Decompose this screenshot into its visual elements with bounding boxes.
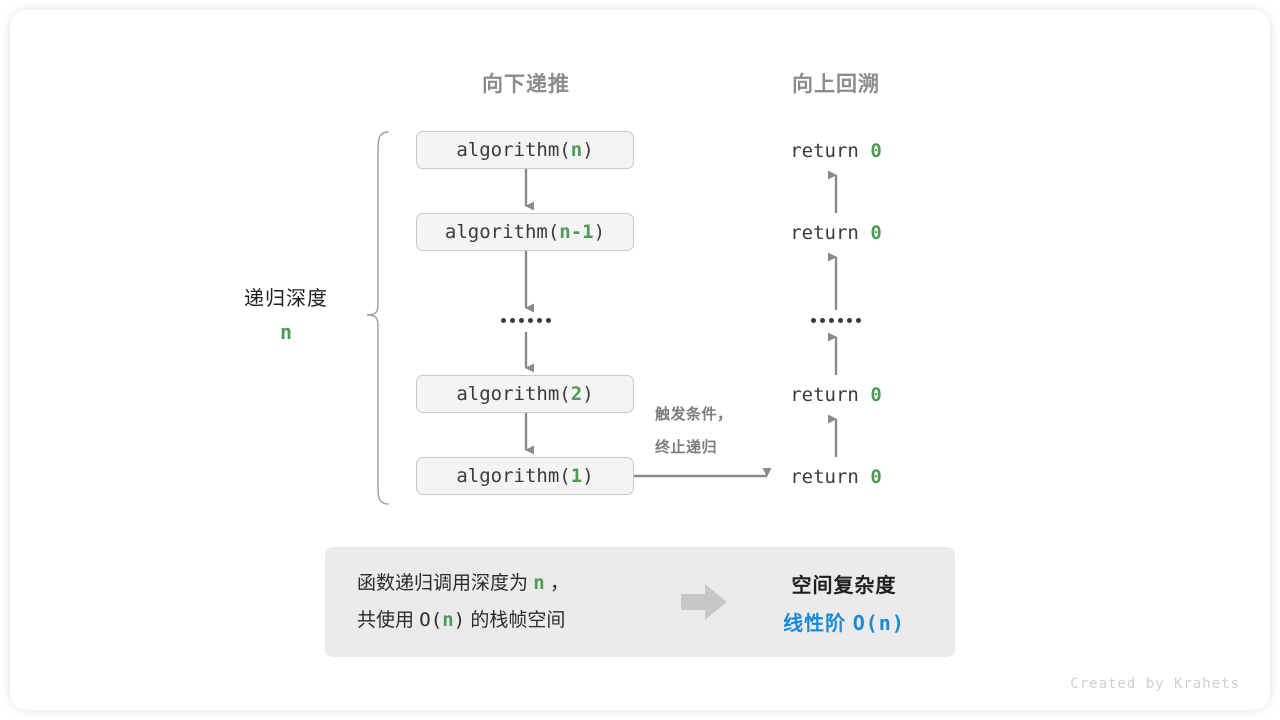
complexity-value-text: 线性阶 [783,612,847,635]
return-keyword: return [790,466,859,488]
summary-line2-text-b: 的栈帧空间 [470,610,566,631]
call-box[interactable]: algorithm(n-1) [416,213,634,251]
ellipsis-dot [528,318,533,323]
column-heading-up: 向上回溯 [792,73,880,96]
ellipsis-dot [501,318,506,323]
call-text-prefix: algorithm( [456,383,571,405]
return-value: 0 [870,222,882,244]
ellipsis-dot [537,318,542,323]
summary-arrow-wrap [665,584,743,620]
call-text-prefix: algorithm( [456,465,571,487]
ellipsis-dots-left [501,318,551,323]
summary-panel: 函数递归调用深度为 n ， 共使用 O(n) 的栈帧空间 空间复杂度 线性阶 O… [325,547,955,657]
call-text-prefix: algorithm( [456,139,571,161]
call-text-suffix: ) [593,221,606,243]
return-label: return 0 [790,140,882,162]
call-text-arg: 1 [570,465,583,487]
call-box[interactable]: algorithm(1) [416,457,634,495]
summary-line1-text-a: 函数递归调用深度为 [357,573,529,594]
recursion-depth-text: 递归深度 [244,288,328,310]
return-value: 0 [870,384,882,406]
summary-line2-var: n [442,609,454,631]
return-value: 0 [870,466,882,488]
credit-text: Created by Krahets [1070,676,1240,692]
right-arrow-icon [681,584,727,620]
summary-description: 函数递归调用深度为 n ， 共使用 O(n) 的栈帧空间 [325,565,665,639]
diagram-stage: 向下递推 向上回溯 algorithm(n) algorithm(n-1) al… [10,10,1270,710]
call-text-suffix: ) [582,465,594,487]
ellipsis-dot [519,318,524,323]
return-label: return 0 [790,466,882,488]
return-keyword: return [790,140,859,162]
return-value: 0 [870,140,882,162]
recursion-depth-label: 递归深度 n [244,282,328,344]
ellipsis-dot [838,318,843,323]
ellipsis-dot [546,318,551,323]
ellipsis-dots-right [811,318,861,323]
summary-line1-text-b: ， [550,573,570,594]
summary-conclusion: 空间复杂度 线性阶 O(n) [743,569,955,636]
return-keyword: return [790,384,859,406]
return-keyword: return [790,222,859,244]
complexity-value: 线性阶 O(n) [743,607,945,636]
base-case-note: 触发条件， 终止递归 [655,398,733,464]
call-text-suffix: ) [582,383,594,405]
call-box[interactable]: algorithm(2) [416,375,634,413]
call-box[interactable]: algorithm(n) [416,131,634,169]
diagram-card: 向下递推 向上回溯 algorithm(n) algorithm(n-1) al… [10,10,1270,710]
call-text-arg: 2 [570,383,583,405]
ellipsis-dot [820,318,825,323]
return-label: return 0 [790,384,882,406]
summary-line2-fn-close: ) [453,609,466,631]
summary-line2-fn-open: O( [419,609,443,631]
column-heading-down: 向下递推 [482,73,570,96]
depth-brace [366,131,389,505]
call-text-arg: n [570,139,583,161]
summary-line2-text-a: 共使用 [357,610,415,631]
ellipsis-dot [510,318,515,323]
ellipsis-dot [856,318,861,323]
call-text-suffix: ) [582,139,594,161]
summary-line-1: 函数递归调用深度为 n ， [357,565,665,602]
ellipsis-dot [829,318,834,323]
base-case-note-line2: 终止递归 [655,439,718,456]
summary-line-2: 共使用 O(n) 的栈帧空间 [357,602,665,639]
ellipsis-dot [847,318,852,323]
complexity-title: 空间复杂度 [791,574,897,597]
summary-line1-var: n [533,572,545,594]
call-text-arg: n-1 [559,221,594,243]
base-case-note-line1: 触发条件， [655,406,733,423]
call-text-prefix: algorithm( [444,221,560,243]
return-label: return 0 [790,222,882,244]
ellipsis-dot [811,318,816,323]
complexity-value-notation: O(n) [852,610,905,635]
recursion-depth-value: n [279,320,293,344]
